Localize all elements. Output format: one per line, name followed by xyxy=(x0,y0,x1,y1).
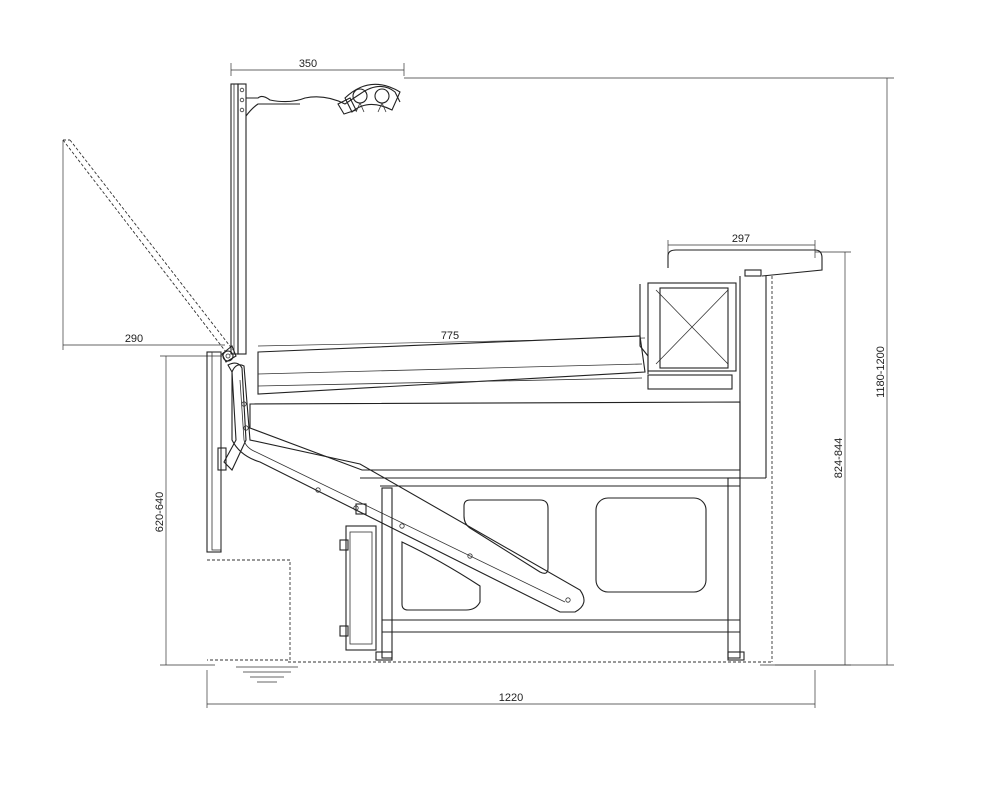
open-glass-outline xyxy=(62,139,234,353)
floor-symbol xyxy=(236,666,298,683)
support-bracket xyxy=(231,364,585,613)
compressor-unit xyxy=(339,503,377,651)
front-panel xyxy=(206,351,291,661)
dimension-counter-height-label: 824-844 xyxy=(833,438,845,478)
lower-base xyxy=(288,477,772,663)
dimension-glass-offset: 290 xyxy=(62,140,225,350)
dimension-glass-offset-label: 290 xyxy=(125,333,143,345)
dimension-canopy-width: 350 xyxy=(230,58,405,76)
display-tray xyxy=(249,335,741,471)
dimension-base-height: 620-640 xyxy=(154,355,222,666)
dimension-lines: 350 290 775 297 1180-1200 xyxy=(62,58,894,708)
dimension-total-height-label: 1180-1200 xyxy=(875,346,887,398)
front-hinge xyxy=(221,345,247,471)
dimension-total-depth-label: 1220 xyxy=(499,692,523,704)
rear-top-shelf xyxy=(639,249,823,390)
canopy-post xyxy=(230,83,247,355)
dimension-top-shelf-depth-label: 297 xyxy=(732,233,750,245)
rear-wall xyxy=(360,276,773,662)
dimension-total-depth: 1220 xyxy=(206,670,816,708)
dimension-display-depth-label: 775 xyxy=(441,330,459,342)
dimension-canopy-width-label: 350 xyxy=(299,58,317,70)
canopy-light xyxy=(344,83,401,113)
dimension-base-height-label: 620-640 xyxy=(154,492,166,532)
dimension-counter-height: 824-844 xyxy=(775,251,851,666)
